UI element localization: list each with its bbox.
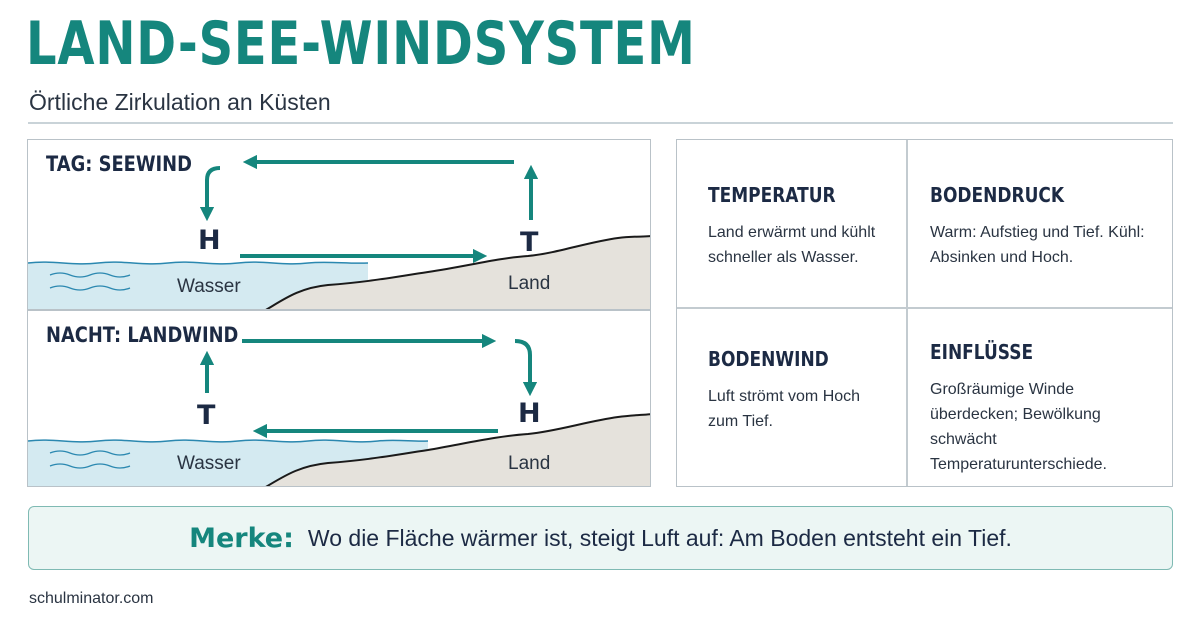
water-surface <box>28 261 369 265</box>
fact-heading: BODENDRUCK <box>930 183 1065 207</box>
title-divider <box>28 122 1173 124</box>
fact-ground-pressure: BODENDRUCK Warm: Aufstieg und Tief. Kühl… <box>930 182 1155 270</box>
wave-line <box>49 463 131 469</box>
land-area <box>267 414 650 486</box>
page-title: LAND-SEE-WINDSYSTEM <box>26 9 696 79</box>
land-low-pressure: T <box>520 227 539 258</box>
fact-text: Warm: Aufstieg und Tief. Kühl: Absinken … <box>930 224 1145 266</box>
night-label: NACHT: LANDWIND <box>46 323 239 347</box>
page-subtitle: Örtliche Zirkulation an Küsten <box>29 89 331 115</box>
sinking-arrow <box>199 166 221 222</box>
water-surface <box>28 439 429 443</box>
wave-line <box>49 272 131 278</box>
land-area <box>267 236 650 309</box>
coastline <box>265 235 650 309</box>
night-diagram <box>28 333 650 486</box>
night-panel: NACHT: LANDWIND T H Wasser Land <box>27 310 651 487</box>
merke-label: Merke: <box>189 522 294 554</box>
water-label: Wasser <box>177 453 241 474</box>
grid-divider <box>906 140 908 486</box>
fact-text: Luft strömt vom Hoch zum Tief. <box>708 388 861 430</box>
fact-text: Großräumige Winde überdecken; Bewölkung … <box>930 381 1107 473</box>
land-label: Land <box>508 453 551 474</box>
merke-text: Wo die Fläche wärmer ist, steigt Luft au… <box>307 524 1012 551</box>
fact-temperature: TEMPERATUR Land erwärmt und kühlt schnel… <box>708 182 898 270</box>
water-label: Wasser <box>177 276 241 297</box>
fact-text: Land erwärmt und kühlt schneller als Was… <box>708 224 876 266</box>
fact-heading: EINFLÜSSE <box>930 340 1034 364</box>
fact-heading: TEMPERATUR <box>708 183 836 207</box>
footer-source: schulminator.com <box>29 590 154 607</box>
sea-high-pressure: H <box>198 225 221 256</box>
day-panel: TAG: SEEWIND H T Wasser Land <box>27 139 651 310</box>
sinking-arrow <box>514 339 538 397</box>
sea-low-pressure: T <box>197 400 216 431</box>
coastline <box>265 413 650 486</box>
day-diagram <box>28 154 650 309</box>
facts-grid: TEMPERATUR Land erwärmt und kühlt schnel… <box>676 139 1173 487</box>
fact-heading: BODENWIND <box>708 347 829 371</box>
day-label: TAG: SEEWIND <box>46 152 192 176</box>
wave-line <box>49 450 131 456</box>
merke-box: Merke: Wo die Fläche wärmer ist, steigt … <box>28 506 1173 570</box>
land-label: Land <box>508 273 551 294</box>
land-high-pressure: H <box>518 398 541 429</box>
grid-divider <box>677 307 1172 309</box>
fact-ground-wind: BODENWIND Luft strömt vom Hoch zum Tief. <box>708 346 883 434</box>
fact-influences: EINFLÜSSE Großräumige Winde überdecken; … <box>930 339 1145 477</box>
wave-line <box>49 285 131 291</box>
